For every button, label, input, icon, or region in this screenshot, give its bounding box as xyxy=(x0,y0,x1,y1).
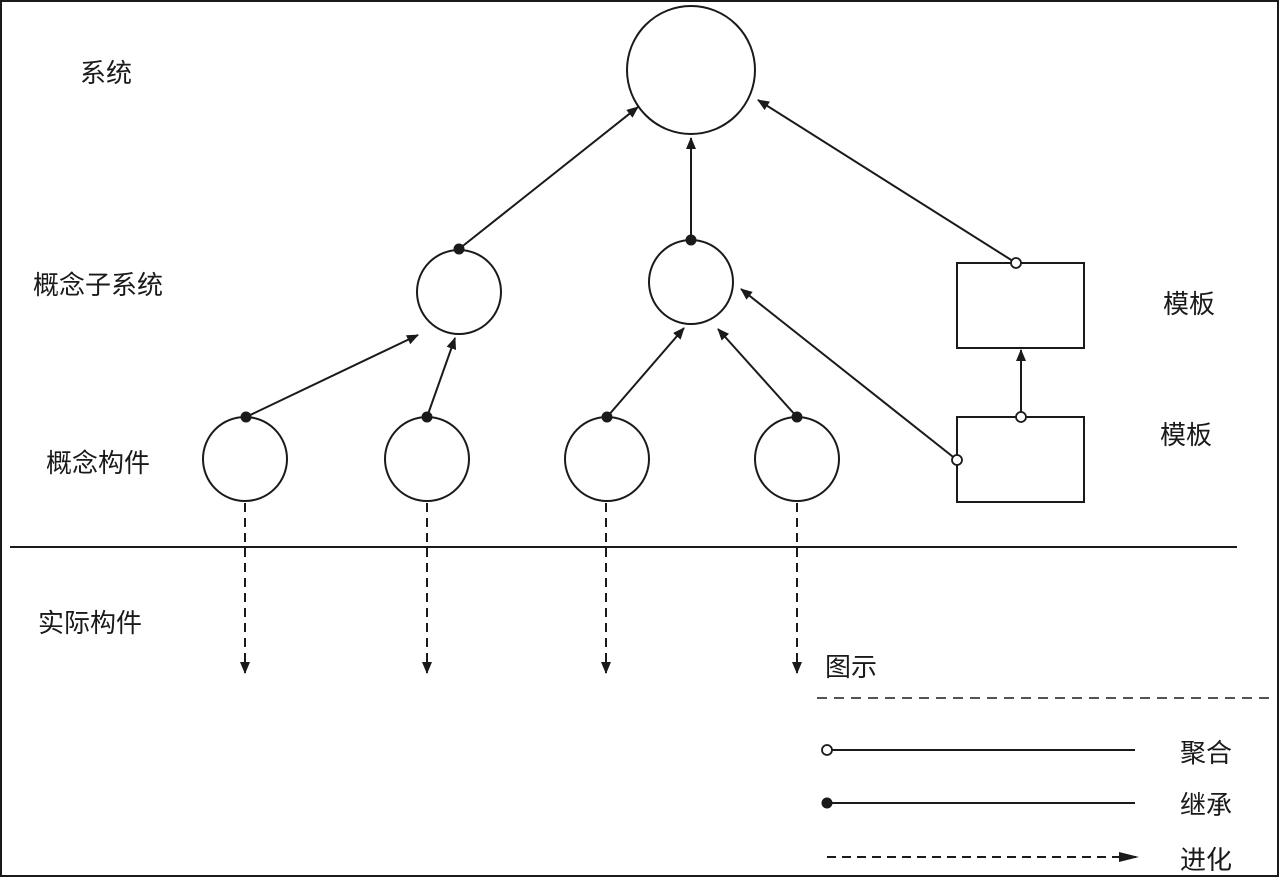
level-label-concept-component: 概念构件 xyxy=(46,449,150,479)
legend-title: 图示 xyxy=(825,653,877,683)
level-label-actual-component: 实际构件 xyxy=(38,609,142,639)
template-box-upper xyxy=(956,262,1085,349)
template-label-lower: 模板 xyxy=(1160,421,1212,451)
component-node-3 xyxy=(564,416,650,502)
inheritance-dot xyxy=(791,411,803,423)
subsystem-node-left xyxy=(416,249,502,335)
level-label-system: 系统 xyxy=(80,59,132,89)
inheritance-edge-component4-to-subsystem-middle xyxy=(717,328,798,418)
legend-aggregation-label: 聚合 xyxy=(1180,739,1232,769)
inheritance-dot xyxy=(421,411,433,423)
inheritance-dot xyxy=(240,411,252,423)
legend-aggregation-dot xyxy=(821,744,833,756)
legend: 图示 聚合 继承 进化 xyxy=(817,653,1275,876)
system-node xyxy=(626,5,756,135)
level-label-concept-subsystem: 概念子系统 xyxy=(33,271,163,301)
inheritance-edge-subsystem-left-to-system xyxy=(458,106,639,250)
legend-inheritance-dot xyxy=(821,797,833,809)
aggregation-edge-template-upper-to-system xyxy=(757,99,1017,264)
aggregation-dot xyxy=(1015,411,1027,423)
aggregation-dot xyxy=(951,454,963,466)
legend-evolution-label: 进化 xyxy=(1180,846,1232,876)
template-label-upper: 模板 xyxy=(1163,290,1215,320)
aggregation-edge-template-lower-to-subsystem-middle xyxy=(740,288,958,461)
inheritance-dot xyxy=(685,234,697,246)
inheritance-edge-component2-to-subsystem-left xyxy=(426,337,457,418)
template-box-lower xyxy=(956,416,1085,503)
legend-inheritance-label: 继承 xyxy=(1180,791,1232,821)
inheritance-edge-component3-to-subsystem-middle xyxy=(606,327,685,418)
component-node-1 xyxy=(202,416,288,502)
subsystem-node-middle xyxy=(648,239,734,325)
inheritance-edge-component1-to-subsystem-left xyxy=(245,334,419,418)
inheritance-dot xyxy=(453,243,465,255)
inheritance-dot xyxy=(601,411,613,423)
component-node-2 xyxy=(384,416,470,502)
aggregation-dot xyxy=(1010,257,1022,269)
component-node-4 xyxy=(754,416,840,502)
